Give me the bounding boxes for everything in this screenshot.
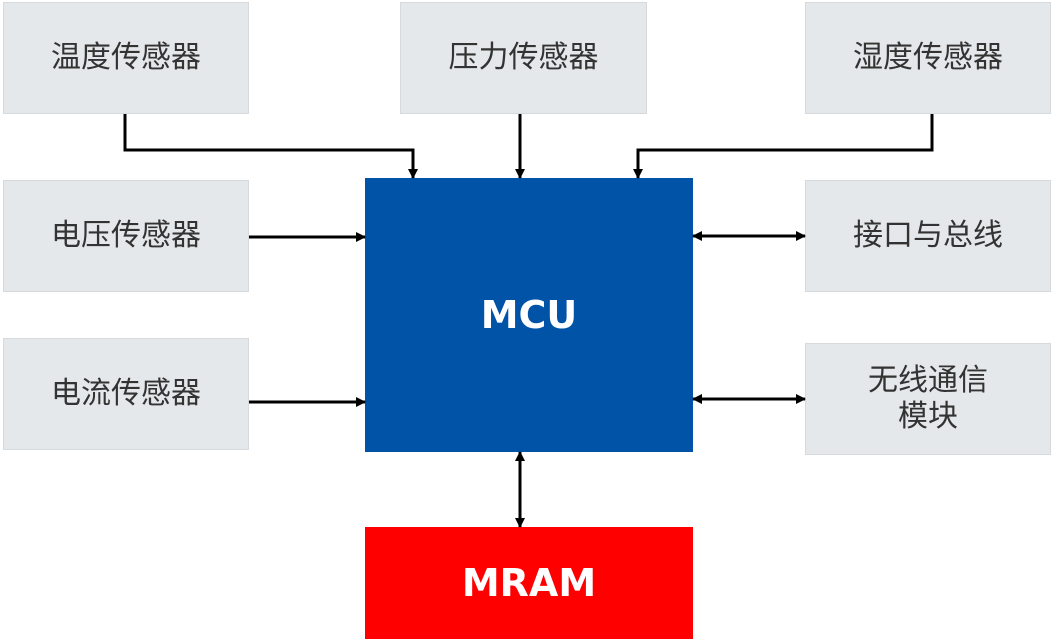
pressure-sensor-label: 压力传感器 <box>448 40 599 75</box>
wireless-module-label-line1: 无线通信 <box>868 363 988 398</box>
voltage-sensor-label: 电压传感器 <box>51 218 201 253</box>
mram-block: MRAM <box>365 527 693 639</box>
humidity-sensor-box: 湿度传感器 <box>805 2 1051 114</box>
humidity-sensor-label: 湿度传感器 <box>853 40 1003 75</box>
wireless-module-box: 无线通信 模块 <box>805 343 1051 455</box>
pressure-sensor-box: 压力传感器 <box>400 2 647 114</box>
temp-sensor-label: 温度传感器 <box>51 40 201 75</box>
current-sensor-label: 电流传感器 <box>51 376 201 411</box>
interface-bus-label: 接口与总线 <box>853 218 1003 253</box>
temp-sensor-box: 温度传感器 <box>3 2 249 114</box>
voltage-sensor-box: 电压传感器 <box>3 180 249 292</box>
mcu-block: MCU <box>365 178 693 452</box>
humidity-to-mcu-connector <box>633 114 934 179</box>
interface-bus-box: 接口与总线 <box>805 180 1051 292</box>
mram-label: MRAM <box>461 561 597 605</box>
wireless-module-label: 无线通信 模块 <box>868 363 988 435</box>
mcu-label: MCU <box>480 293 578 337</box>
current-sensor-box: 电流传感器 <box>3 338 249 450</box>
wireless-module-label-line2: 模块 <box>898 399 958 434</box>
temp-to-mcu-connector <box>123 114 418 179</box>
